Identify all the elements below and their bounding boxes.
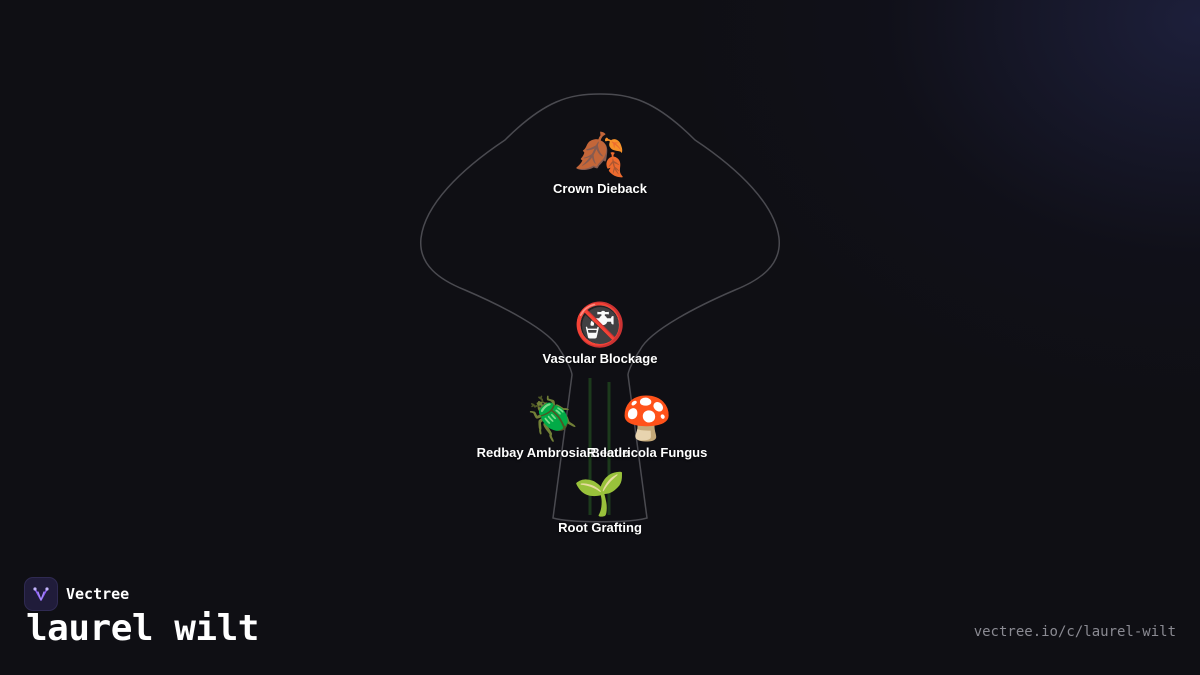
- vectree-logo-icon: [24, 577, 58, 611]
- node-label: Root Grafting: [558, 520, 642, 535]
- node-vascular-blockage[interactable]: 🚱 Vascular Blockage: [543, 301, 658, 366]
- non-potable-water-icon: 🚱: [573, 301, 627, 348]
- fallen-leaves-icon: 🍂: [573, 131, 627, 178]
- node-root-grafting[interactable]: 🌱 Root Grafting: [558, 470, 642, 535]
- node-label: R. lauricola Fungus: [586, 445, 708, 460]
- node-crown-dieback[interactable]: 🍂 Crown Dieback: [553, 131, 647, 196]
- brand-name: Vectree: [66, 585, 130, 603]
- mushroom-icon: 🍄: [620, 395, 674, 442]
- node-label: Redbay Ambrosia Beetle: [476, 445, 630, 460]
- tree-outline: [420, 93, 780, 523]
- node-label: Vascular Blockage: [542, 351, 658, 366]
- node-redbay-ambrosia-beetle[interactable]: 🪲 Redbay Ambrosia Beetle: [477, 395, 630, 460]
- seedling-icon: 🌱: [573, 470, 627, 517]
- page-url[interactable]: vectree.io/c/laurel-wilt: [973, 624, 1176, 640]
- node-r-lauricola-fungus[interactable]: 🍄 R. lauricola Fungus: [587, 395, 708, 460]
- page-title: laurel wilt: [26, 608, 259, 649]
- beetle-icon: 🪲: [526, 395, 580, 442]
- node-label: Crown Dieback: [553, 181, 647, 196]
- brand[interactable]: Vectree: [24, 577, 129, 611]
